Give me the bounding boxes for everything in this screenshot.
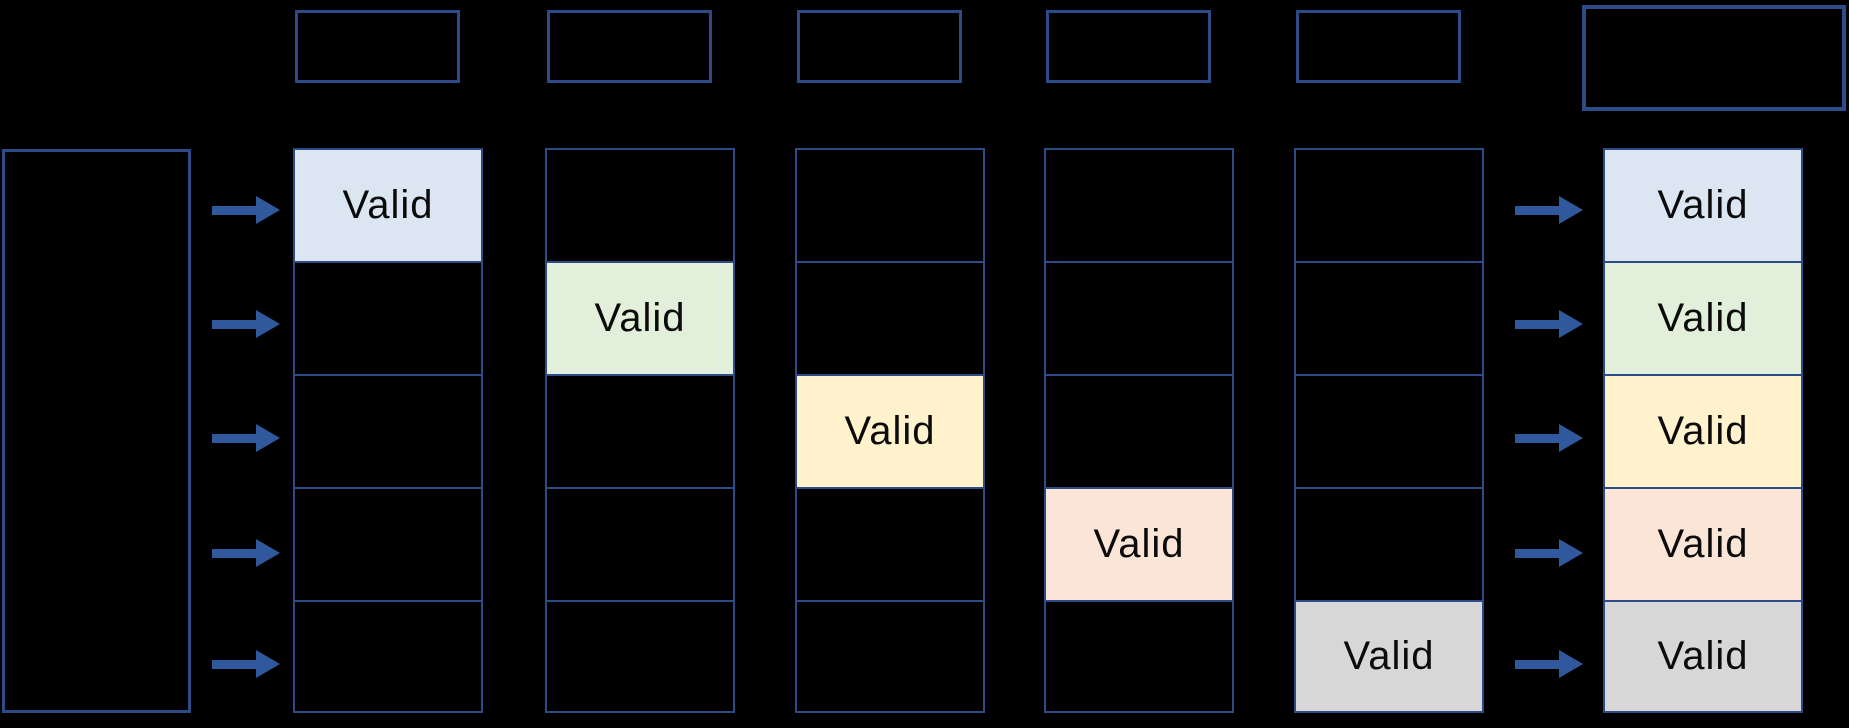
cell-col5-row4	[1296, 489, 1482, 602]
cell-col4-row3	[1046, 376, 1232, 489]
arrow-right-icon	[1515, 424, 1583, 452]
stage-column-5: Valid	[1294, 148, 1484, 713]
cell-col1-row3	[295, 376, 481, 489]
column-header-box-2	[547, 10, 712, 83]
cell-col5-row2	[1296, 263, 1482, 376]
arrow-right-icon	[1515, 650, 1583, 678]
stage-column-2: Valid	[545, 148, 735, 713]
arrow-right-icon	[212, 196, 280, 224]
cell-col1-row2	[295, 263, 481, 376]
arrow-right-icon	[1515, 196, 1583, 224]
cell-col4-row2	[1046, 263, 1232, 376]
valid-cell-result-row4: Valid	[1605, 489, 1801, 602]
cell-col3-row1	[797, 150, 983, 263]
column-header-box-4	[1046, 10, 1211, 83]
stage-column-4: Valid	[1044, 148, 1234, 713]
valid-cell-col3-row3: Valid	[797, 376, 983, 489]
cell-col1-row5	[295, 602, 481, 711]
arrow-right-icon	[212, 424, 280, 452]
column-header-box-3	[797, 10, 962, 83]
stage-column-3: Valid	[795, 148, 985, 713]
cell-col5-row1	[1296, 150, 1482, 263]
cell-col3-row4	[797, 489, 983, 602]
valid-cell-result-row1: Valid	[1605, 150, 1801, 263]
arrow-right-icon	[1515, 539, 1583, 567]
cell-col4-row5	[1046, 602, 1232, 711]
result-header-box	[1582, 5, 1846, 111]
valid-cell-col1-row1: Valid	[295, 150, 481, 263]
valid-cell-col2-row2: Valid	[547, 263, 733, 376]
cell-col2-row5	[547, 602, 733, 711]
arrow-right-icon	[212, 650, 280, 678]
column-header-box-1	[295, 10, 460, 83]
cell-col2-row4	[547, 489, 733, 602]
cell-col5-row3	[1296, 376, 1482, 489]
valid-cell-result-row3: Valid	[1605, 376, 1801, 489]
stage-column-1: Valid	[293, 148, 483, 713]
cell-col2-row3	[547, 376, 733, 489]
valid-cell-col4-row4: Valid	[1046, 489, 1232, 602]
arrow-right-icon	[1515, 310, 1583, 338]
valid-cell-result-row2: Valid	[1605, 263, 1801, 376]
cell-col4-row1	[1046, 150, 1232, 263]
cell-col2-row1	[547, 150, 733, 263]
cell-col3-row2	[797, 263, 983, 376]
arrow-right-icon	[212, 539, 280, 567]
valid-cell-col5-row5: Valid	[1296, 602, 1482, 711]
cell-col3-row5	[797, 602, 983, 711]
arrow-right-icon	[212, 310, 280, 338]
cell-col1-row4	[295, 489, 481, 602]
left-source-box	[2, 149, 191, 713]
result-column: Valid Valid Valid Valid Valid	[1603, 148, 1803, 713]
column-header-box-5	[1296, 10, 1461, 83]
valid-cell-result-row5: Valid	[1605, 602, 1801, 711]
